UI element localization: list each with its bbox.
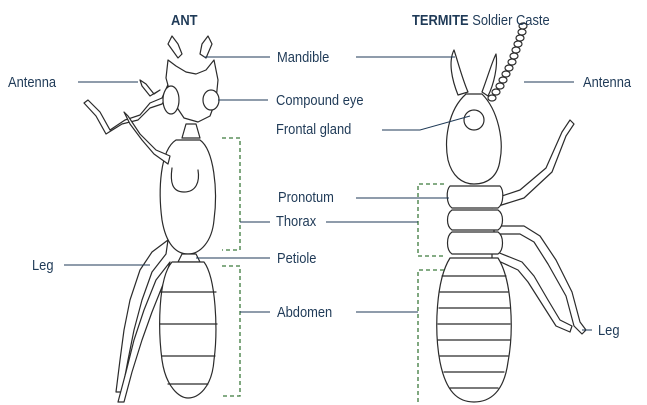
label-abdomen: Abdomen (277, 305, 332, 320)
label-thorax: Thorax (276, 214, 316, 229)
label-compound-eye: Compound eye (276, 93, 363, 108)
termite-mesothorax (448, 210, 503, 230)
ant-neck (182, 124, 200, 138)
ant-thorax-bracket (222, 138, 240, 250)
termite-head (447, 94, 502, 184)
label-termite-leg: Leg (598, 323, 620, 338)
ant-eye-left (163, 86, 179, 114)
termite-pronotum (447, 186, 503, 208)
termite-metathorax (448, 232, 503, 254)
label-ant-leg: Leg (32, 258, 54, 273)
label-mandible: Mandible (277, 50, 329, 65)
label-frontal-gland: Frontal gland (276, 122, 351, 137)
label-petiole: Petiole (277, 251, 316, 266)
ant-title-text: ANT (171, 12, 198, 29)
ant-figure (84, 36, 219, 402)
termite-thorax-bracket (418, 184, 444, 256)
ant-mandible-right (200, 36, 212, 58)
ant-abdomen (160, 262, 216, 398)
termite-title: TERMITE Soldier Caste (412, 13, 550, 28)
ant-leg-front-left (124, 112, 170, 164)
label-pronotum: Pronotum (278, 190, 334, 205)
label-termite-antenna: Antenna (583, 75, 631, 90)
termite-abdomen (437, 258, 511, 402)
termite-title-bold: TERMITE (412, 12, 469, 29)
ant-eye-right (203, 90, 219, 110)
ant-antenna-right (140, 80, 160, 96)
termite-title-rest: Soldier Caste (469, 12, 550, 29)
label-ant-antenna: Antenna (8, 75, 56, 90)
termite-frontal-gland (464, 110, 484, 130)
brackets (222, 138, 444, 404)
ant-title: ANT (171, 13, 198, 28)
ant-abdomen-bracket (222, 266, 240, 396)
ant-mandible-left (168, 36, 182, 58)
ant-antenna-left (84, 80, 174, 134)
termite-figure (437, 23, 586, 402)
